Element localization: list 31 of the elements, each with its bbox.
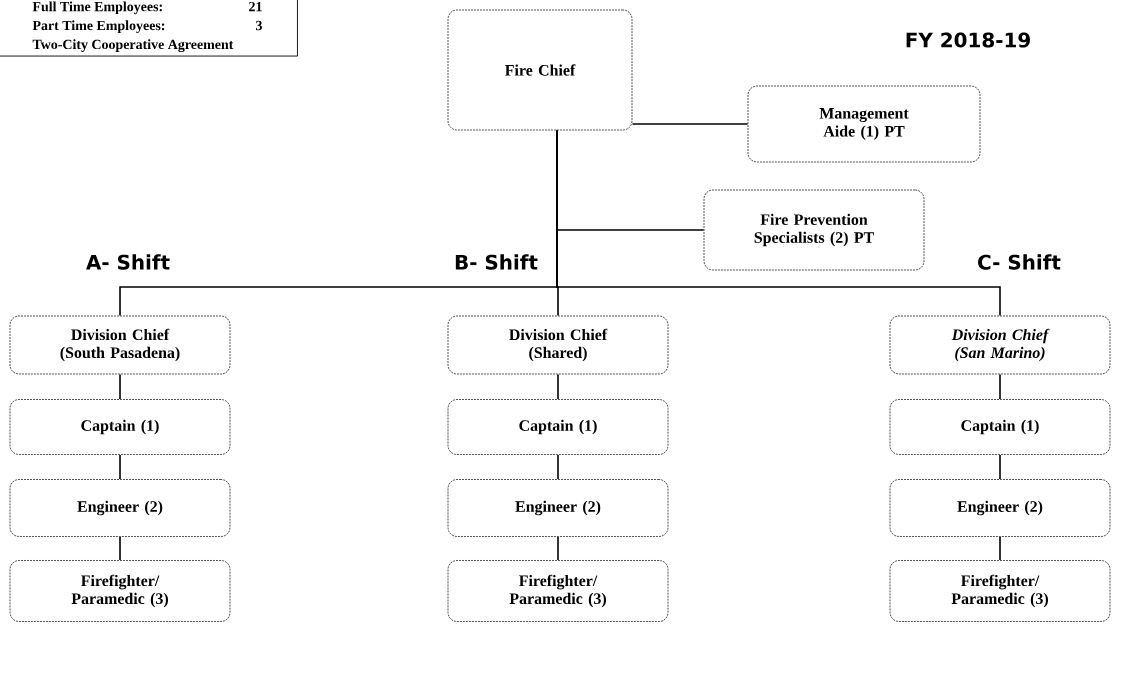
shift-label: C- Shift: [978, 254, 1061, 270]
info-box: Full Time Employees: 21 Part Time Employees: 3 Two-City Cooperative Agreement: [0, 0, 298, 57]
role-box: Division Chief (San Marino): [889, 315, 1111, 375]
role-box: Division Chief (Shared): [447, 315, 669, 375]
role-box: Engineer (2): [447, 479, 669, 537]
connector-line: [557, 373, 559, 400]
connector-line: [999, 454, 1001, 480]
role-box: Captain (1): [447, 399, 669, 455]
connector-line: [999, 373, 1001, 400]
connector-line: [557, 454, 559, 480]
connector-line: [557, 536, 559, 561]
role-box: Engineer (2): [889, 479, 1111, 537]
role-box: Captain (1): [889, 399, 1111, 455]
role-box: Fire Chief: [447, 9, 633, 131]
shift-label: B- Shift: [455, 254, 538, 270]
role-box: Captain (1): [9, 399, 231, 455]
shift-label: A- Shift: [86, 254, 170, 270]
role-box: Engineer (2): [9, 479, 231, 537]
connector-line: [556, 129, 1001, 317]
connector-line: [119, 536, 121, 561]
role-box: Management Aide (1) PT: [747, 85, 981, 163]
role-box: Firefighter/ Paramedic (3): [447, 560, 669, 622]
connector-line: [999, 536, 1001, 561]
role-box: Fire Prevention Specialists (2) PT: [703, 189, 925, 271]
connector-line: [119, 373, 121, 400]
role-box: Firefighter/ Paramedic (3): [9, 560, 231, 622]
role-box: Firefighter/ Paramedic (3): [889, 560, 1111, 622]
role-box: Division Chief (South Pasadena): [9, 315, 231, 375]
title: FY 2018-19: [906, 32, 1030, 48]
connector-line: [631, 123, 749, 125]
connector-line: [119, 454, 121, 480]
